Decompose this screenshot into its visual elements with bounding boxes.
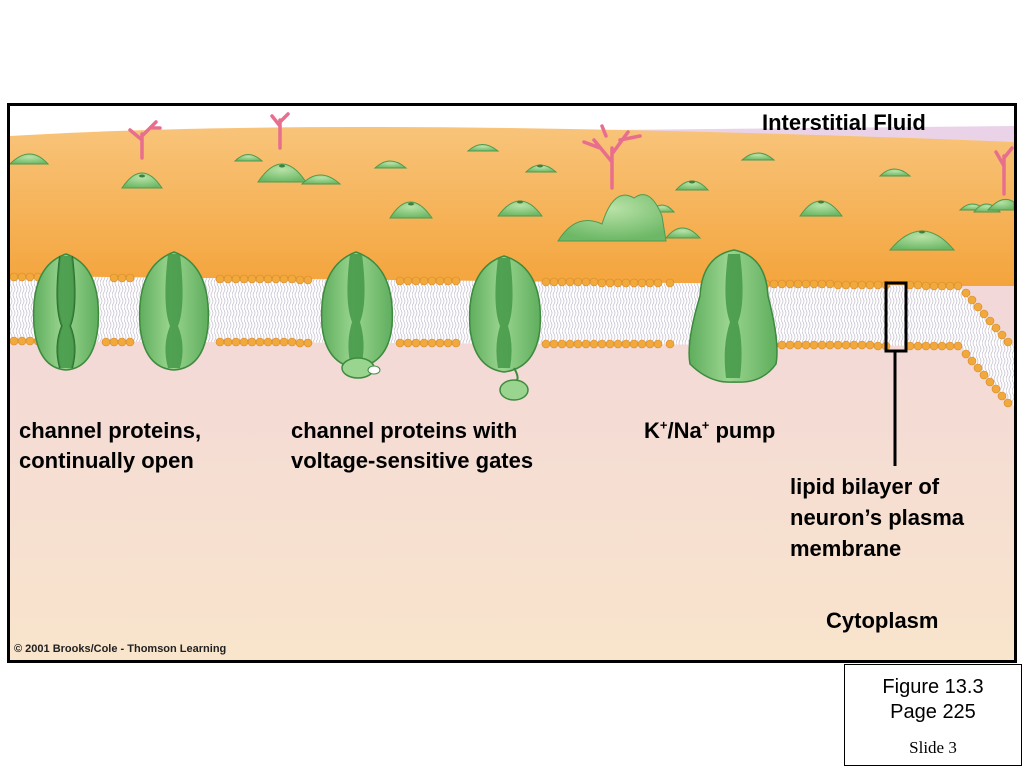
lipid-heads-upper: [10, 272, 1013, 347]
pump-label-sep: /Na: [667, 418, 702, 443]
gated-channels-line-2: voltage-sensitive gates: [291, 448, 534, 473]
interstitial-fluid-label: Interstitial Fluid: [762, 110, 926, 135]
gated-channel-2: [468, 255, 542, 401]
pump-label-rest: pump: [709, 418, 776, 443]
open-channels-label: channel proteins, continually open: [19, 416, 201, 476]
pump-label-plus-2: +: [701, 417, 710, 433]
bilayer-line-1: lipid bilayer of: [790, 474, 940, 499]
page-number: Page 225: [890, 701, 976, 723]
open-channels-line-1: channel proteins,: [19, 418, 202, 443]
bilayer-label: lipid bilayer of neuron’s plasma membran…: [790, 471, 964, 564]
pump-label: K+/Na+ pump: [644, 416, 775, 446]
slide-number: Slide 3: [909, 738, 957, 757]
figure-caption-box: Figure 13.3 Page 225 Slide 3: [844, 664, 1022, 766]
bilayer-line-2: neuron’s plasma: [790, 505, 965, 530]
gated-channels-label: channel proteins with voltage-sensitive …: [291, 416, 533, 476]
open-channels-line-2: continually open: [19, 448, 194, 473]
cytoplasm-label: Cytoplasm: [826, 608, 939, 633]
surface-proteins: [10, 144, 1014, 251]
glycans: [128, 112, 1014, 196]
pump-protein: [688, 249, 778, 383]
gated-channels-line-1: channel proteins with: [291, 418, 518, 443]
copyright-notice: © 2001 Brooks/Cole - Thomson Learning: [14, 643, 227, 655]
dome-dimples: [139, 164, 925, 234]
open-channel-2: [138, 251, 210, 371]
membrane-illustration: [10, 106, 1014, 660]
figure-panel: Interstitial Fluid channel proteins, con…: [7, 103, 1017, 663]
gated-channel-1: [320, 251, 394, 379]
pump-label-k: K: [644, 418, 660, 443]
bilayer-line-3: membrane: [790, 536, 902, 561]
pump-label-plus-1: +: [659, 417, 668, 433]
figure-number: Figure 13.3: [882, 676, 984, 698]
open-channel-1: [32, 253, 100, 371]
